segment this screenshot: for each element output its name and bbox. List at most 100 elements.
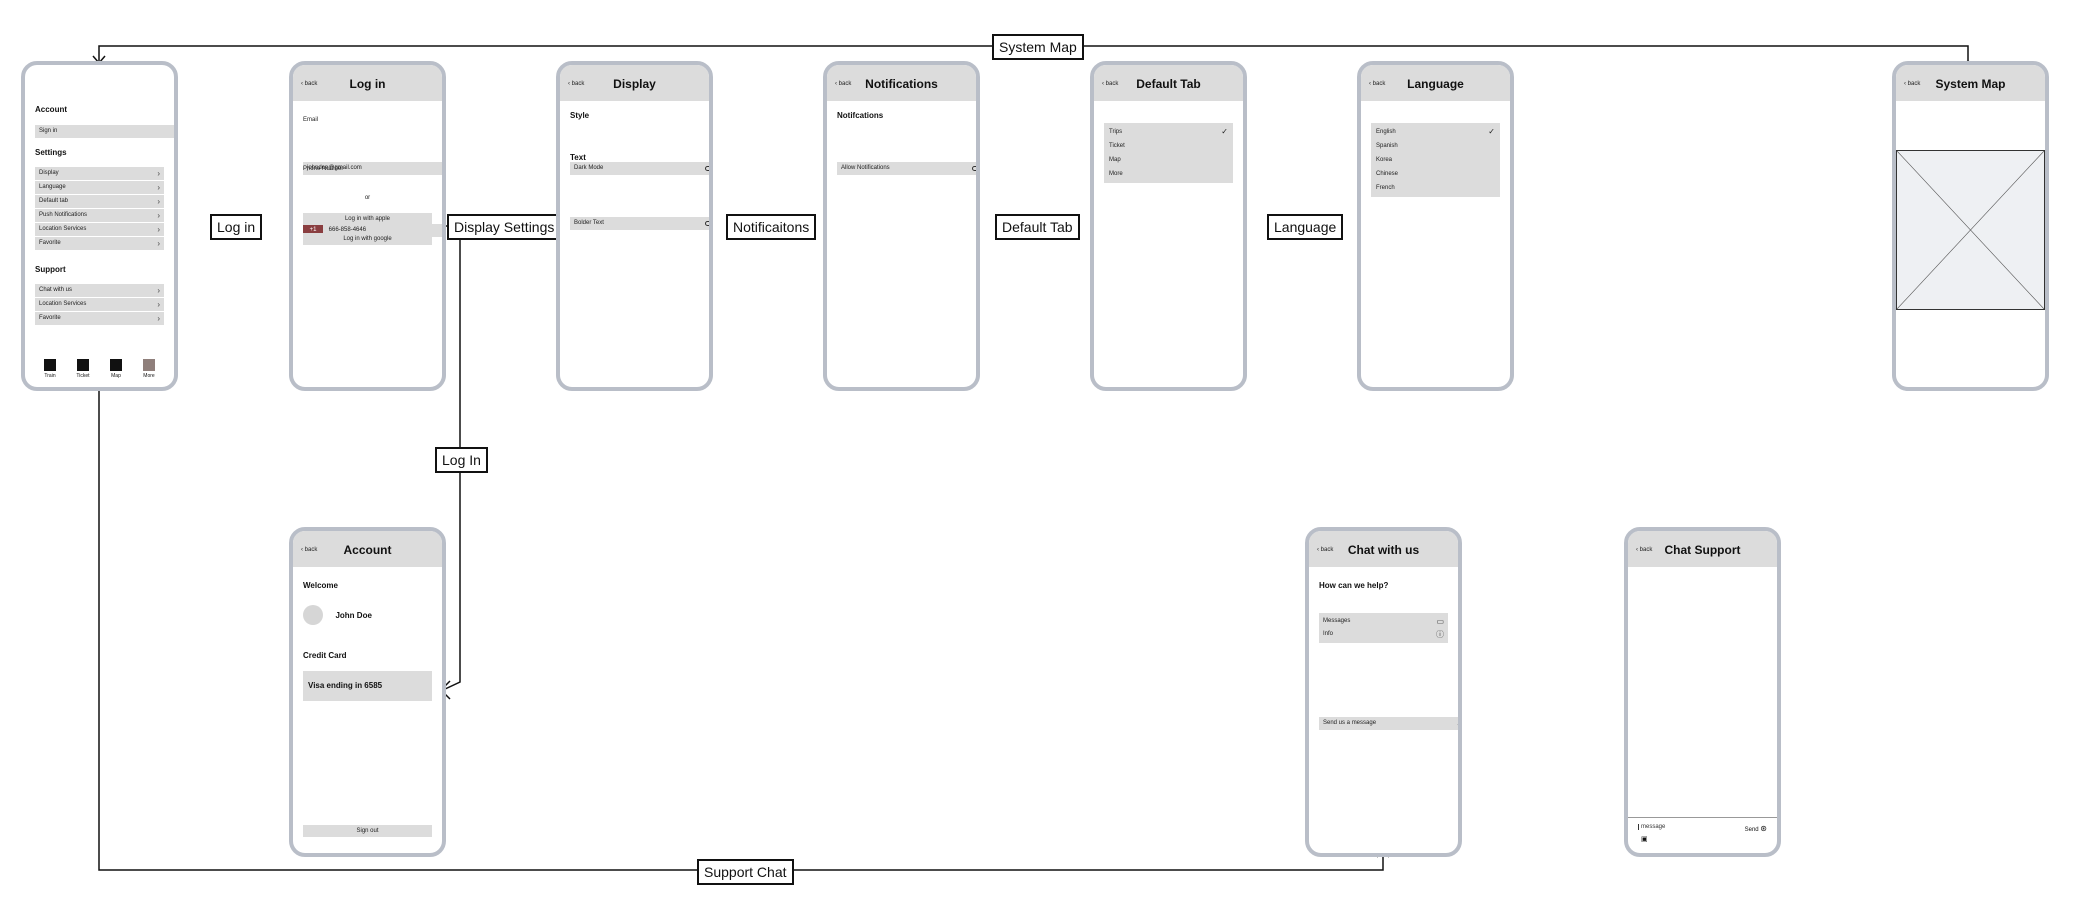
- option-chinese[interactable]: Chinese: [1371, 167, 1500, 181]
- back-label: back: [1907, 81, 1921, 87]
- screen-title: Language: [1407, 77, 1464, 91]
- phone-value: 666-858-4646: [328, 227, 367, 233]
- settings-item-display[interactable]: Display›: [35, 167, 164, 180]
- connector-label-language: Language: [1267, 214, 1344, 240]
- option-korea[interactable]: Korea: [1371, 153, 1500, 167]
- send-button[interactable]: Send ⊛: [1745, 824, 1767, 833]
- option-ticket[interactable]: Ticket: [1104, 139, 1233, 153]
- message-composer: message ▣ Send ⊛: [1628, 817, 1777, 853]
- messages-label: Messages: [1323, 618, 1351, 624]
- email-field[interactable]: johndoe@gmail.com: [303, 162, 442, 175]
- support-item-location-services[interactable]: Location Services›: [35, 298, 164, 311]
- message-input[interactable]: message: [1638, 824, 1665, 830]
- back-button[interactable]: ‹ back: [1636, 547, 1653, 553]
- settings-heading: Settings: [35, 148, 67, 157]
- screen-title: Default Tab: [1136, 77, 1201, 91]
- option-label: Korea: [1376, 157, 1393, 163]
- support-item-chat[interactable]: Chat with us›: [35, 284, 164, 297]
- chevron-right-icon: ›: [157, 286, 160, 295]
- tab-ticket[interactable]: Ticket: [72, 359, 94, 379]
- sign-out-button[interactable]: Sign out: [303, 825, 432, 837]
- option-trips[interactable]: Trips✓: [1104, 125, 1233, 139]
- tab-train[interactable]: Train: [39, 359, 61, 379]
- arrow-right-icon: →: [1456, 717, 1458, 730]
- back-button[interactable]: ‹ back: [1369, 81, 1386, 87]
- connector-label-notifications: Notificaitons: [726, 214, 817, 240]
- style-heading: Style: [570, 111, 590, 120]
- option-label: Trips: [1109, 129, 1123, 135]
- back-button[interactable]: ‹ back: [301, 81, 318, 87]
- notifications-heading: Notifcations: [837, 111, 884, 120]
- login-apple-button[interactable]: Log in with apple: [303, 213, 432, 225]
- back-button[interactable]: ‹ back: [1317, 547, 1334, 553]
- support-item-favorite[interactable]: Favorite›: [35, 312, 164, 325]
- welcome-heading: Welcome: [303, 581, 338, 590]
- connector-label-log-in: Log in: [210, 214, 263, 240]
- connector-label-system-map: System Map: [992, 34, 1084, 60]
- avatar: [303, 605, 323, 625]
- settings-item-label: Default tab: [39, 198, 69, 204]
- tab-label: More: [143, 373, 155, 379]
- tab-map[interactable]: Map: [105, 359, 127, 379]
- map-icon: [110, 359, 122, 371]
- dark-mode-toggle[interactable]: [705, 166, 709, 171]
- screen-title: Display: [613, 77, 656, 91]
- settings-item-default-tab[interactable]: Default tab›: [35, 195, 164, 208]
- account-screen: ‹ back Account Welcome John Doe Credit C…: [289, 527, 446, 857]
- send-message-row[interactable]: Send us a message →: [1319, 717, 1458, 730]
- credit-card-row[interactable]: Visa ending in 6585: [303, 671, 432, 701]
- settings-item-language[interactable]: Language ›: [35, 181, 164, 194]
- chevron-right-icon: ›: [157, 314, 160, 323]
- help-heading: How can we help?: [1319, 581, 1389, 590]
- option-spanish[interactable]: Spanish: [1371, 139, 1500, 153]
- login-google-button[interactable]: Log in with google: [303, 233, 432, 245]
- connector-label-log-in-2: Log In: [435, 447, 488, 473]
- screen-header: ‹ back Notifications: [827, 65, 976, 101]
- email-label: Email: [303, 117, 319, 123]
- attachment-icon[interactable]: ▣: [1641, 836, 1648, 843]
- settings-item-push-notifications[interactable]: Push Notifications›: [35, 209, 164, 222]
- send-icon: ⊛: [1760, 824, 1767, 833]
- settings-item-location-services[interactable]: Location Services›: [35, 223, 164, 236]
- chevron-right-icon: ›: [157, 183, 160, 192]
- message-placeholder: message: [1641, 824, 1666, 830]
- settings-screen: Account Sign in› Settings Display› Langu…: [21, 61, 178, 391]
- option-french[interactable]: French: [1371, 181, 1500, 195]
- screen-header: ‹ back Chat Support: [1628, 531, 1777, 567]
- settings-item-favorite[interactable]: Favorite›: [35, 237, 164, 250]
- back-button[interactable]: ‹ back: [1904, 81, 1921, 87]
- sign-in-row[interactable]: Sign in›: [35, 125, 174, 138]
- screen-header: ‹ back Account: [293, 531, 442, 567]
- messages-row[interactable]: Messages▭: [1319, 615, 1448, 628]
- bolder-text-label: Bolder Text: [574, 220, 604, 226]
- back-label: back: [1372, 81, 1386, 87]
- allow-notifications-toggle[interactable]: [972, 166, 976, 171]
- option-map[interactable]: Map: [1104, 153, 1233, 167]
- tab-more[interactable]: More: [138, 359, 160, 379]
- tab-label: Ticket: [76, 373, 90, 379]
- account-heading: Account: [35, 105, 67, 114]
- support-heading: Support: [35, 265, 66, 274]
- chevron-right-icon: ›: [157, 225, 160, 234]
- screen-header: ‹ back Chat with us: [1309, 531, 1458, 567]
- chevron-right-icon: ›: [157, 169, 160, 178]
- text-heading: Text: [570, 153, 586, 162]
- back-button[interactable]: ‹ back: [1102, 81, 1119, 87]
- option-english[interactable]: English✓: [1371, 125, 1500, 139]
- support-list: Chat with us› Location Services› Favorit…: [35, 284, 164, 325]
- chat-with-us-screen: ‹ back Chat with us How can we help? Mes…: [1305, 527, 1462, 857]
- login-screen: ‹ back Log in Email johndoe@gmail.com Ph…: [289, 61, 446, 391]
- back-button[interactable]: ‹ back: [568, 81, 585, 87]
- phone-label: Phone Number: [303, 166, 344, 172]
- send-message-label: Send us a message: [1323, 720, 1377, 726]
- system-map-screen: ‹ back System Map: [1892, 61, 2049, 391]
- option-more[interactable]: More: [1104, 167, 1233, 181]
- more-icon: [143, 359, 155, 371]
- back-button[interactable]: ‹ back: [835, 81, 852, 87]
- bolder-text-toggle[interactable]: [705, 221, 709, 226]
- settings-item-label: Language: [39, 184, 66, 190]
- screen-header: ‹ back System Map: [1896, 65, 2045, 101]
- back-button[interactable]: ‹ back: [301, 547, 318, 553]
- screen-header: ‹ back Log in: [293, 65, 442, 101]
